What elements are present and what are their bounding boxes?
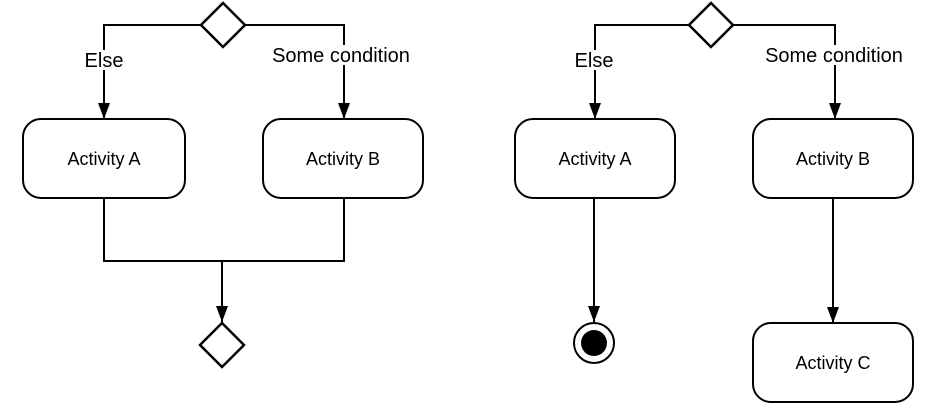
label-background (84, 50, 124, 70)
decision-diamond-left (199, 1, 247, 49)
edge-else-branch-right (589, 24, 689, 119)
activity-node-b-left-label: Activity B (306, 149, 380, 169)
activity-node-b-right (752, 118, 914, 199)
activity-node-a-right-label: Activity A (558, 149, 631, 169)
diagram-left-decision-merge: Else Some condition Activity A Activity … (22, 1, 424, 369)
activity-node-c-right-label: Activity C (795, 353, 870, 373)
guard-label-else-right: Else (575, 50, 614, 72)
edge-condition-branch-right (733, 24, 841, 119)
diagram-right-decision-no-merge: Else Some condition Activity A Activity … (514, 1, 914, 403)
label-background (574, 50, 614, 70)
activity-node-a-left (22, 118, 186, 199)
activity-node-c-right (752, 322, 914, 403)
label-background (270, 45, 412, 65)
activity-node-b-right-label: Activity B (796, 149, 870, 169)
activity-node-a-right (514, 118, 676, 199)
final-node-icon (573, 322, 615, 364)
final-node-inner-dot (581, 330, 607, 356)
decision-diamond-right (687, 1, 735, 49)
activity-node-b-left (262, 118, 424, 199)
guard-label-condition-right: Some condition (765, 45, 903, 67)
guard-label-condition-left: Some condition (272, 45, 410, 67)
edge-condition-branch-left (245, 24, 350, 119)
guard-label-else-left: Else (85, 50, 124, 72)
activity-node-a-left-label: Activity A (67, 149, 140, 169)
label-background (763, 45, 905, 65)
merge-diamond-left (198, 321, 246, 369)
edge-else-branch-left (98, 24, 201, 119)
edge-merge-connector-left (103, 198, 345, 262)
